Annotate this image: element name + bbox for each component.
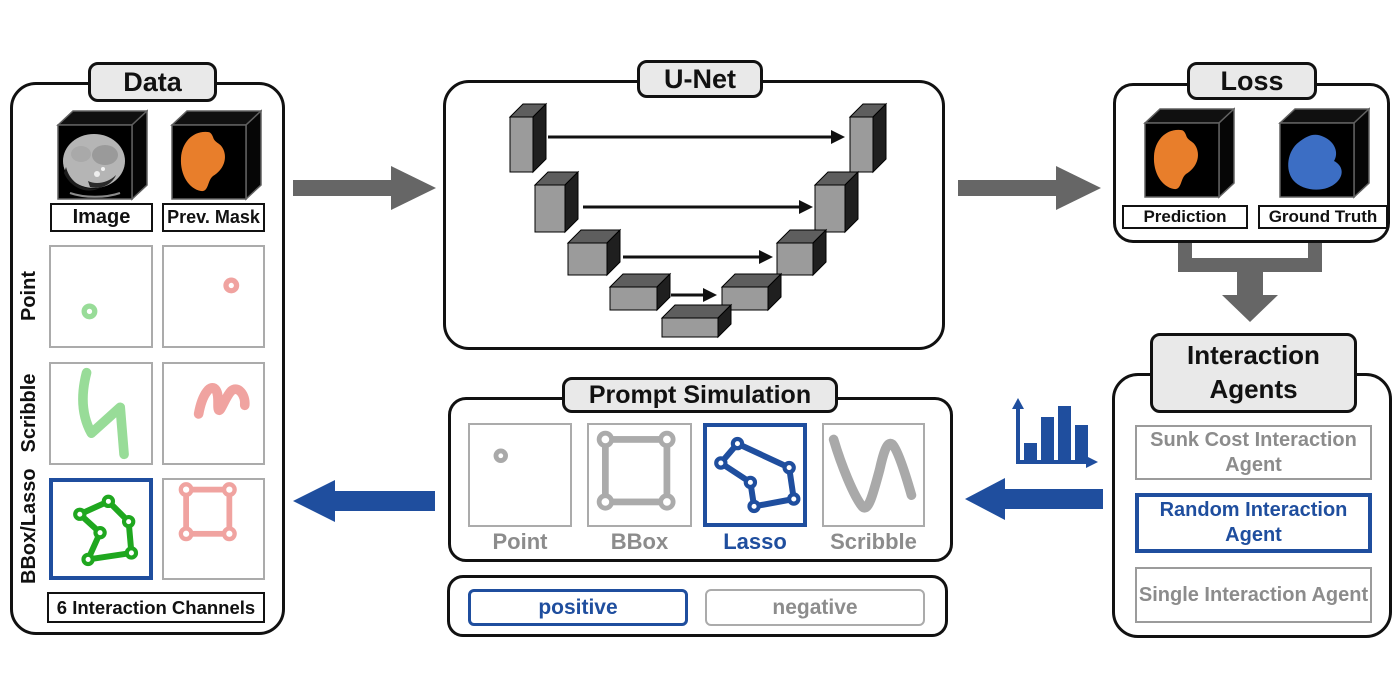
unet-panel-title: U-Net	[637, 60, 763, 98]
data-cell-scribble-negative	[162, 362, 265, 465]
image-label: Image	[50, 203, 153, 232]
scribble-positive-icon	[78, 367, 129, 460]
ground-truth-cube-icon	[1278, 107, 1370, 199]
image-cube-icon	[56, 109, 148, 201]
row-label-bbox-lasso: BBox/Lasso	[18, 468, 40, 584]
prediction-cube-icon	[1143, 107, 1235, 199]
loss-panel-title: Loss	[1187, 62, 1317, 100]
point-option-icon	[493, 448, 508, 463]
prediction-label: Prediction	[1122, 205, 1248, 229]
row-label-scribble: Scribble	[18, 373, 40, 453]
prompt-option-bbox	[587, 423, 692, 527]
point-positive-icon	[81, 303, 98, 320]
bar-chart-icon	[1012, 398, 1098, 468]
agent-random: Random Interaction Agent	[1135, 493, 1372, 553]
agent-single: Single Interaction Agent	[1135, 567, 1372, 623]
bbox-negative-icon	[178, 482, 237, 542]
agent-sunk-cost: Sunk Cost Interaction Agent	[1135, 425, 1372, 480]
prompt-label-bbox: BBox	[610, 529, 669, 554]
prompt-option-lasso	[703, 423, 807, 527]
prompt-label-point: Point	[492, 529, 548, 554]
data-cell-lasso-positive	[49, 478, 153, 580]
data-cell-scribble-positive	[49, 362, 153, 465]
prompt-option-point	[468, 423, 572, 527]
interaction-channels-label: 6 Interaction Channels	[47, 592, 265, 623]
point-negative-icon	[223, 277, 240, 294]
lasso-positive-icon	[73, 494, 139, 567]
lasso-option-icon	[714, 436, 801, 514]
ground-truth-label: Ground Truth	[1258, 205, 1388, 229]
interaction-agents-title: Interaction Agents	[1150, 333, 1357, 413]
scribble-negative-icon	[193, 383, 250, 419]
bbox-option-icon	[596, 430, 676, 511]
data-cell-point-negative	[162, 245, 265, 348]
unet-architecture-icon	[508, 102, 888, 339]
prev-mask-label: Prev. Mask	[162, 203, 265, 232]
data-panel-title: Data	[88, 62, 217, 102]
prompt-option-scribble	[822, 423, 925, 527]
row-label-point: Point	[18, 271, 40, 321]
prompt-label-lasso: Lasso	[723, 529, 787, 554]
prompt-label-scribble: Scribble	[830, 529, 917, 554]
data-cell-bbox-negative	[162, 478, 265, 580]
legend-positive: positive	[468, 589, 688, 626]
scribble-option-icon	[828, 434, 917, 513]
legend-negative: negative	[705, 589, 925, 626]
prev-mask-cube-icon	[170, 109, 262, 201]
prompt-simulation-title: Prompt Simulation	[562, 377, 838, 413]
data-cell-point-positive	[49, 245, 153, 348]
loss-merge-arrow-icon	[1178, 243, 1322, 322]
